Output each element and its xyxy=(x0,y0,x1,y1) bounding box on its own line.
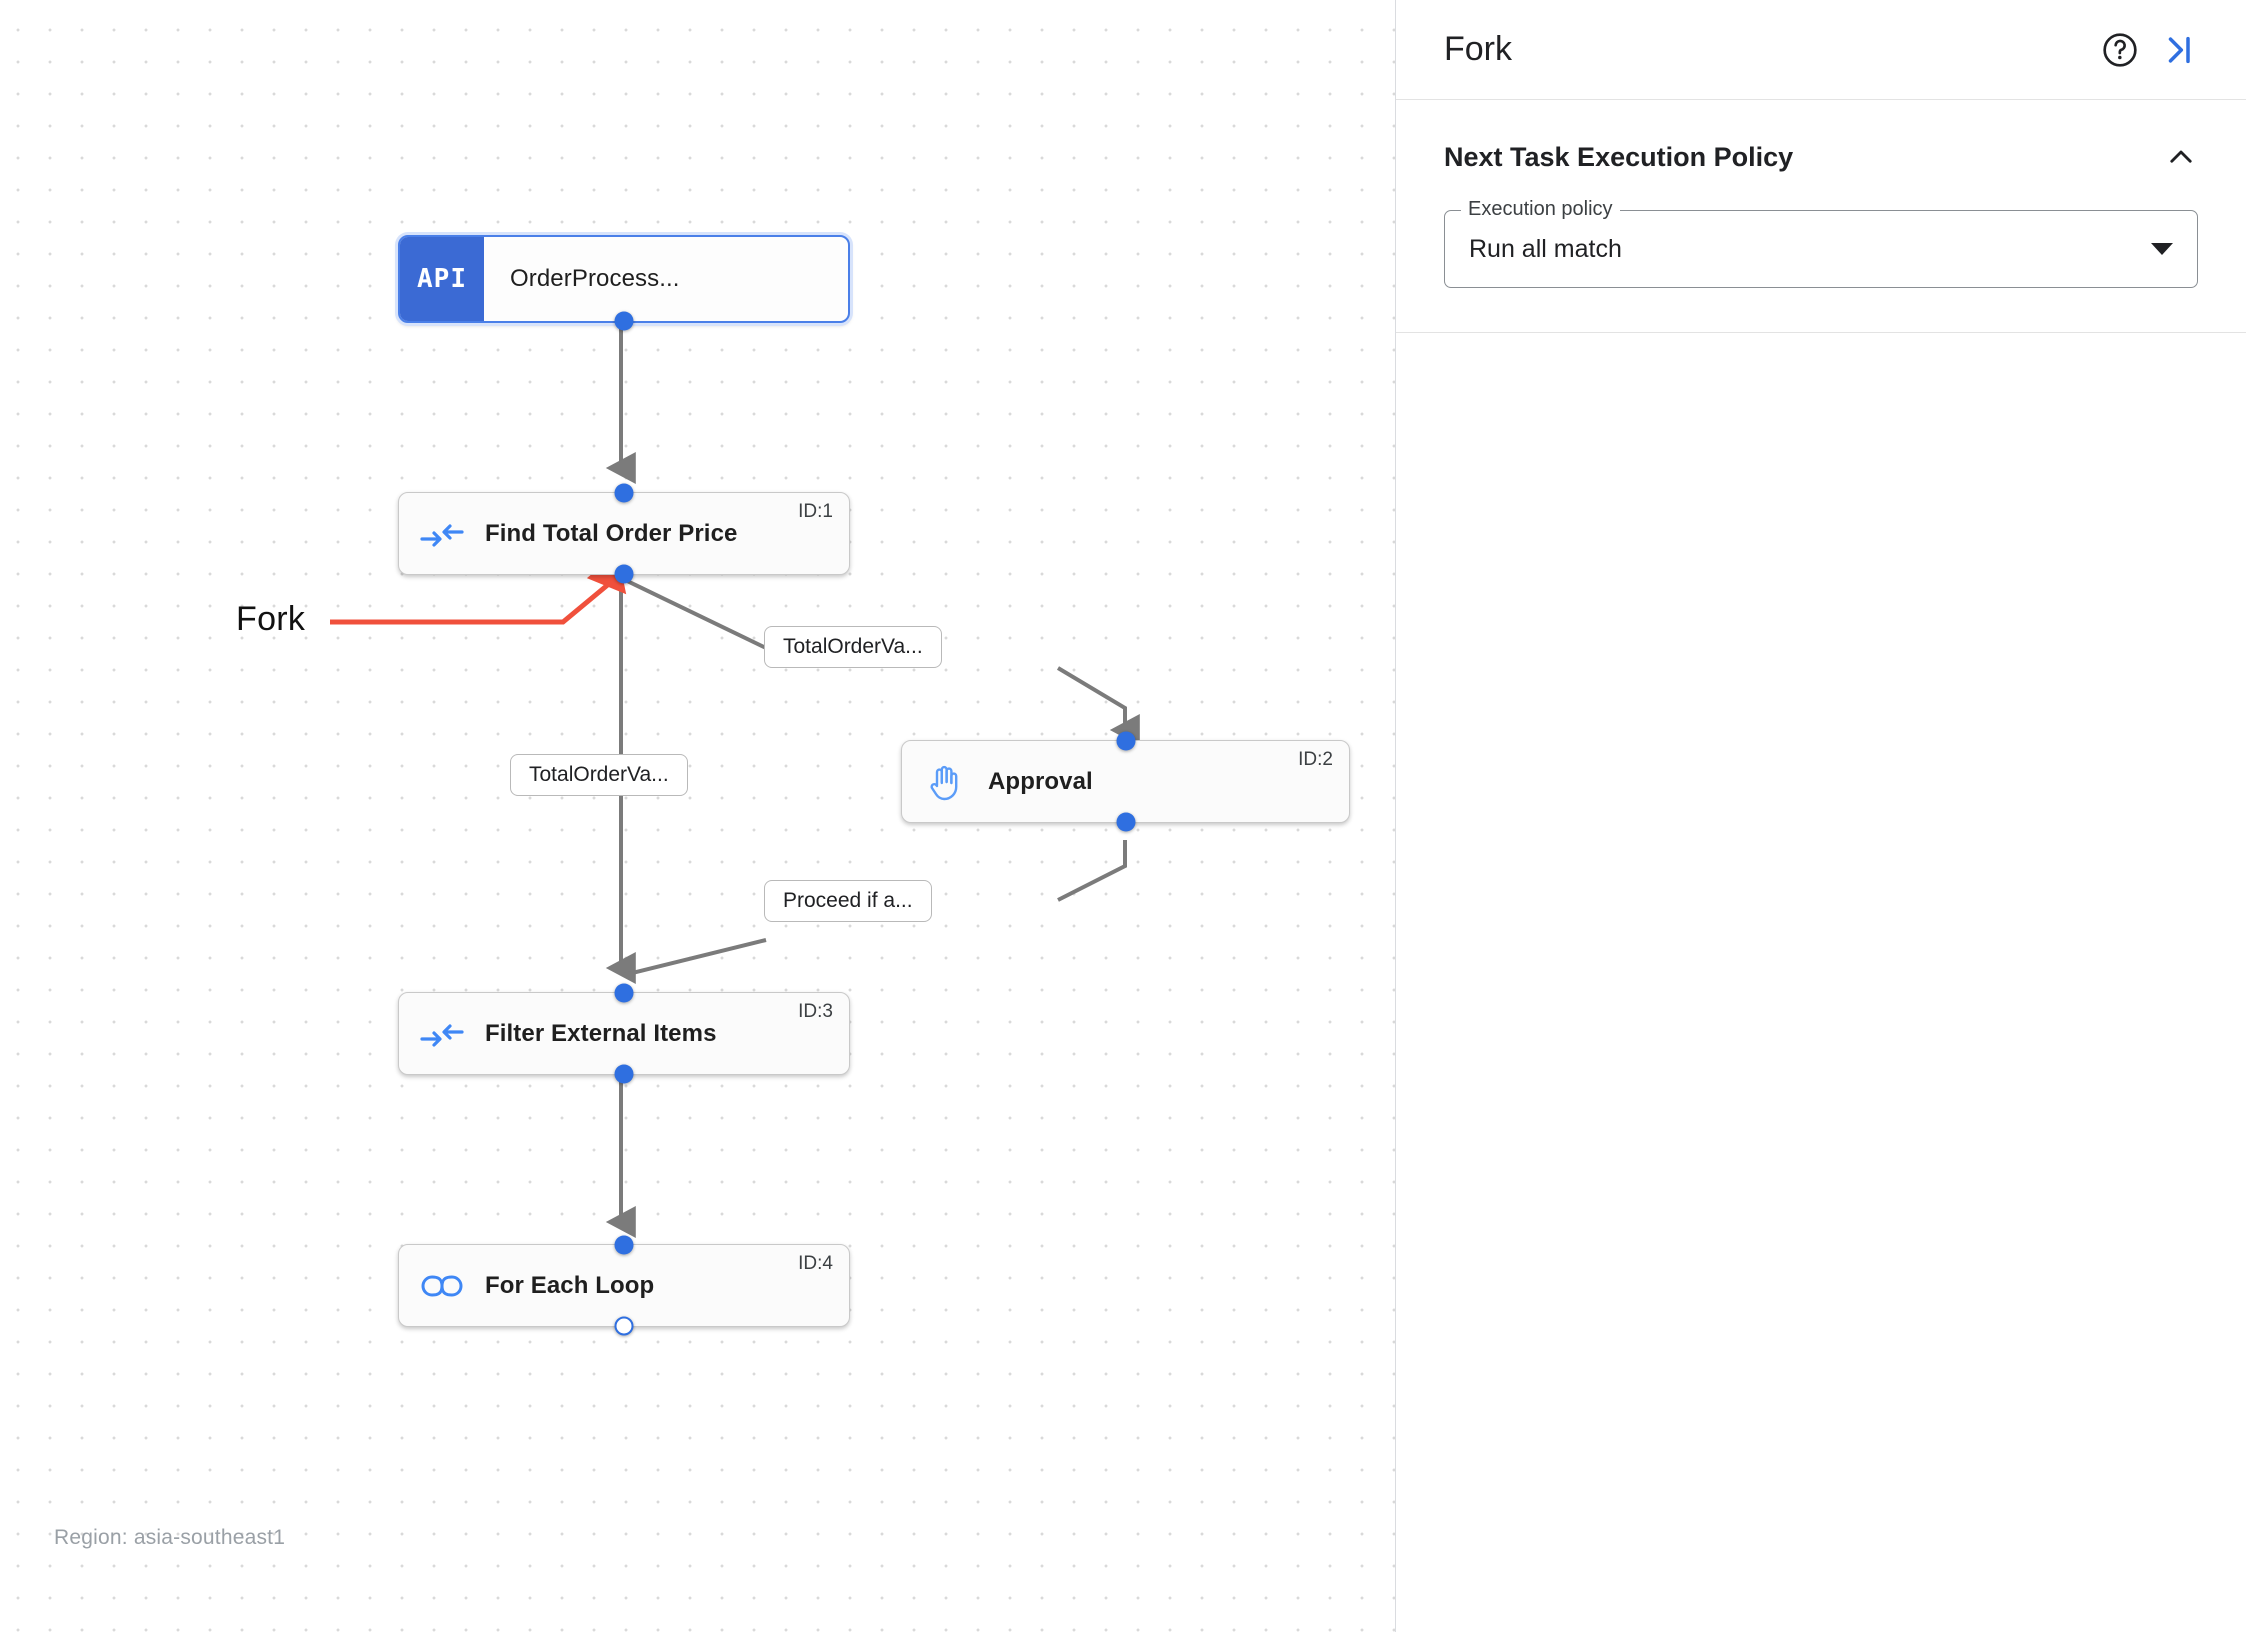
workflow-canvas[interactable]: API OrderProcess... Find Total Order Pri… xyxy=(0,0,1396,1632)
region-label: Region: asia-southeast1 xyxy=(54,1526,286,1549)
panel-header: Fork xyxy=(1396,0,2246,100)
edge-label-total-order-value-left[interactable]: TotalOrderVa... xyxy=(510,754,688,796)
help-circle-icon[interactable] xyxy=(2096,26,2144,74)
api-badge-icon: API xyxy=(400,237,484,321)
edge-label-total-order-value-right[interactable]: TotalOrderVa... xyxy=(764,626,942,668)
node-port-top[interactable] xyxy=(614,1235,634,1255)
node-label: Approval xyxy=(988,767,1093,795)
edge-find-to-approval-a xyxy=(620,576,767,650)
chevron-up-icon[interactable] xyxy=(2164,140,2198,174)
node-id: ID:3 xyxy=(798,1001,833,1022)
node-order-process[interactable]: API OrderProcess... xyxy=(398,235,850,331)
node-label: Find Total Order Price xyxy=(485,519,738,547)
node-find-total-order-price[interactable]: Find Total Order Price ID:1 xyxy=(398,483,850,584)
node-port-top[interactable] xyxy=(1116,731,1136,751)
caret-down-icon[interactable] xyxy=(2151,243,2173,255)
node-port-bottom[interactable] xyxy=(614,1064,634,1084)
node-id: ID:2 xyxy=(1298,749,1333,770)
node-label: For Each Loop xyxy=(485,1271,655,1299)
node-port-bottom[interactable] xyxy=(614,1316,634,1336)
merge-arrows-icon xyxy=(399,493,485,574)
fork-annotation-label: Fork xyxy=(236,600,306,638)
edge-approval-to-filter-a xyxy=(1057,840,1127,902)
collapse-panel-right-icon[interactable] xyxy=(2154,26,2202,74)
edge-label-text: TotalOrderVa... xyxy=(529,763,669,786)
annotation-leader-line xyxy=(330,552,627,625)
execution-policy-label: Execution policy xyxy=(1461,198,1620,221)
node-port-top[interactable] xyxy=(614,483,634,503)
execution-policy-select[interactable]: Execution policy Run all match xyxy=(1444,198,2198,288)
node-port-bottom[interactable] xyxy=(614,311,634,331)
execution-policy-value: Run all match xyxy=(1469,234,1622,263)
hand-raised-icon xyxy=(902,741,988,822)
node-id: ID:1 xyxy=(798,501,833,522)
node-label: Filter External Items xyxy=(485,1019,717,1047)
panel-title: Fork xyxy=(1444,30,1512,68)
infinity-loop-icon xyxy=(399,1245,485,1326)
node-port-bottom[interactable] xyxy=(1116,812,1136,832)
node-approval[interactable]: Approval ID:2 xyxy=(901,731,1350,832)
edge-find-to-approval-b xyxy=(1056,666,1140,746)
next-task-execution-policy-section: Next Task Execution Policy Execution pol… xyxy=(1396,100,2246,333)
properties-panel: Fork Next Task Execution Policy xyxy=(1396,0,2246,1632)
edge-approval-to-filter-b xyxy=(623,938,767,977)
node-port-bottom[interactable] xyxy=(614,564,634,584)
edge-label-text: Proceed if a... xyxy=(783,889,913,912)
node-port-top[interactable] xyxy=(614,983,634,1003)
node-id: ID:4 xyxy=(798,1253,833,1274)
edge-label-text: TotalOrderVa... xyxy=(783,635,923,658)
node-for-each-loop[interactable]: For Each Loop ID:4 xyxy=(398,1235,850,1336)
section-title: Next Task Execution Policy xyxy=(1444,141,1794,172)
section-header[interactable]: Next Task Execution Policy xyxy=(1444,140,2198,174)
node-filter-external-items[interactable]: Filter External Items ID:3 xyxy=(398,983,850,1084)
merge-arrows-icon xyxy=(399,993,485,1074)
edge-label-proceed-if[interactable]: Proceed if a... xyxy=(764,880,932,922)
node-label: OrderProcess... xyxy=(510,265,680,292)
